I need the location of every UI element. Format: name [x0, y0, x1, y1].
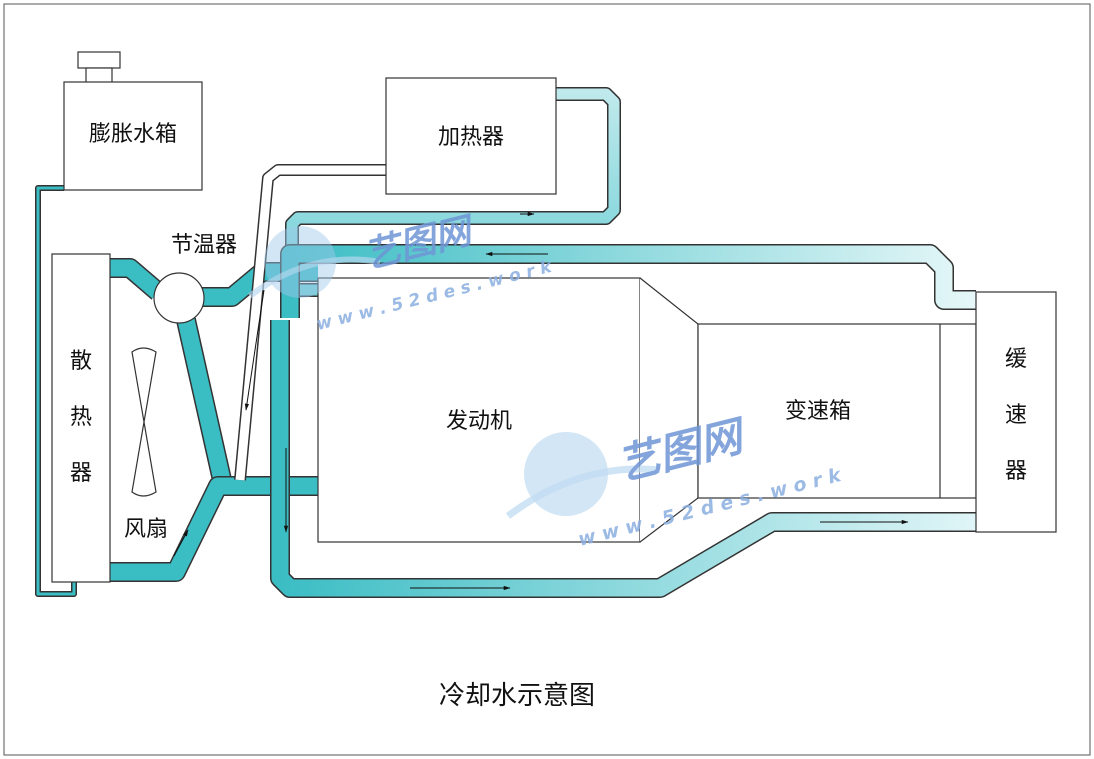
- outer-frame: [3, 3, 1091, 756]
- fan: 风扇: [124, 347, 168, 542]
- radiator-outlet-pipe: [110, 477, 318, 581]
- radiator-label: 散热器: [70, 349, 92, 486]
- retarder: 缓速器: [975, 291, 1057, 533]
- bypass-pipe: [177, 318, 231, 482]
- gearbox: 变速箱: [639, 277, 977, 543]
- thermostat: 节温器: [153, 233, 237, 324]
- heater: 加热器: [385, 77, 557, 195]
- diagram-title: 冷却水示意图: [439, 681, 595, 711]
- engine-label: 发动机: [446, 409, 512, 434]
- fan-icon: [131, 347, 157, 497]
- radiator: 散热器: [51, 253, 111, 583]
- retarder-supply-pipe: [281, 245, 976, 318]
- coolant-pipes: [35, 87, 976, 598]
- radiator-inlet-pipe: [110, 259, 164, 299]
- watermark-globe-icon: [264, 226, 336, 298]
- heater-supply-pipe: [235, 165, 386, 481]
- heater-label: 加热器: [438, 125, 504, 150]
- gearbox-label: 变速箱: [785, 399, 851, 424]
- fan-label: 风扇: [124, 517, 168, 542]
- expansion-tank-label: 膨胀水箱: [89, 122, 177, 147]
- engine: 发动机: [317, 277, 641, 543]
- retarder-label: 缓速器: [1005, 347, 1027, 484]
- thermostat-icon: [153, 272, 205, 324]
- expansion-tank: 膨胀水箱: [63, 51, 203, 191]
- overflow-pipe: [36, 186, 76, 596]
- thermostat-label: 节温器: [171, 233, 237, 258]
